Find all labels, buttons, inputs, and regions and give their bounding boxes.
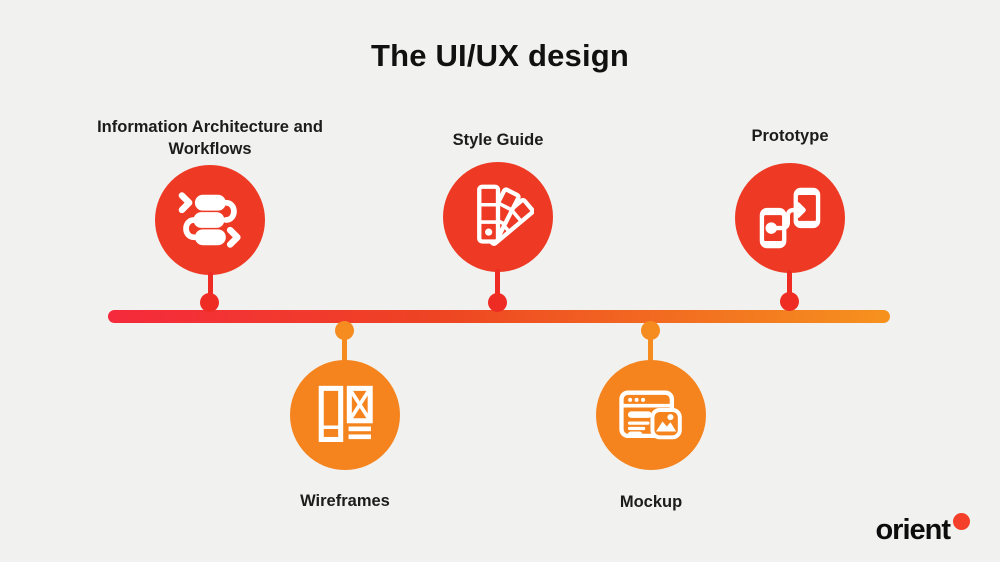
stage-label-style-guide: Style Guide [452, 131, 544, 149]
stage-circle-prototype [735, 163, 845, 273]
stage-label-mockup: Mockup [619, 493, 683, 511]
brand-dot-icon [953, 513, 970, 530]
wireframe-icon [309, 379, 381, 451]
stage-label-information-architecture: Information Architecture and Workflows [97, 118, 323, 158]
timeline-dot-mockup [641, 321, 660, 340]
stage-connector-style-guide [495, 269, 500, 296]
brand-logo: orient [875, 513, 970, 546]
page-title: The UI/UX design [370, 38, 630, 73]
stage-connector-information-architecture [208, 272, 213, 297]
timeline-bar [108, 310, 890, 323]
brand-name: orient [875, 514, 951, 546]
timeline-dot-prototype [780, 292, 799, 311]
stage-circle-wireframes [290, 360, 400, 470]
color-swatches-icon [462, 181, 534, 253]
stage-circle-style-guide [443, 162, 553, 272]
stage-circle-information-architecture [155, 165, 265, 275]
timeline-dot-information-architecture [200, 293, 219, 312]
stage-connector-prototype [787, 270, 792, 296]
timeline-dot-style-guide [488, 293, 507, 312]
phones-transfer-icon [754, 182, 826, 254]
browser-mockup-icon [615, 379, 687, 451]
workflow-icon [174, 184, 246, 256]
timeline-dot-wireframes [335, 321, 354, 340]
stage-connector-mockup [648, 331, 653, 362]
stage-connector-wireframes [342, 331, 347, 362]
stage-circle-mockup [596, 360, 706, 470]
stage-label-prototype: Prototype [751, 127, 829, 145]
stage-label-wireframes: Wireframes [300, 492, 390, 510]
